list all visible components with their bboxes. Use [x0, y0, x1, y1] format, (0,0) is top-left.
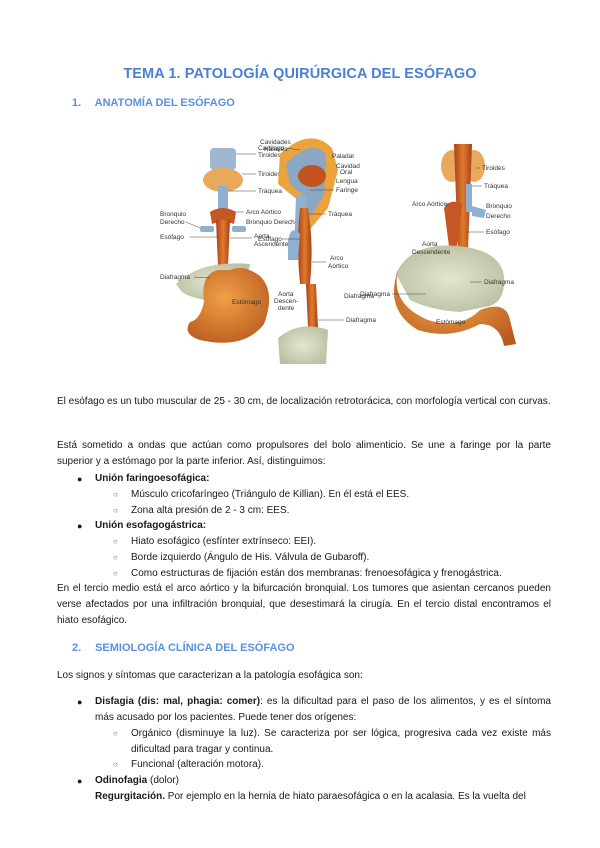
svg-text:Bronquio: Bronquio: [160, 211, 186, 218]
paragraph-signs-intro: Los signos y síntomas que caracterizan a…: [57, 670, 363, 681]
sub-list-text: Como estructuras de fijación están dos m…: [131, 568, 502, 579]
svg-text:Diafragma: Diafragma: [344, 293, 374, 300]
svg-text:Tiroides: Tiroides: [258, 152, 282, 159]
svg-text:Cavidad: Cavidad: [336, 163, 360, 170]
svg-text:Tráquea: Tráquea: [484, 183, 508, 190]
list-item-odinofagia: ● Odinofagia (dolor): [77, 773, 551, 789]
bullet-icon: ●: [77, 697, 83, 707]
svg-text:Diafragma: Diafragma: [346, 317, 376, 324]
list-item-label: Disfagia (dis: mal, phagia: comer): [95, 696, 261, 707]
sub-list-item: ○ Como estructuras de fijación están dos…: [113, 566, 551, 582]
svg-text:Paladar: Paladar: [332, 153, 355, 160]
section-number: 1.: [72, 97, 82, 109]
list-item-union-faringoesofagica: ● Unión faringoesofágica:: [77, 471, 551, 487]
sub-bullet-icon: ○: [113, 760, 118, 769]
svg-text:Esófago: Esófago: [160, 234, 184, 241]
svg-text:Tráquea: Tráquea: [328, 211, 352, 218]
bullet-icon: ●: [77, 776, 83, 786]
svg-text:Arco: Arco: [330, 255, 344, 262]
sub-list-item: ○ Orgánico (disminuye la luz). Se caract…: [113, 726, 551, 758]
sub-list-text: Hiato esofágico (esfínter extrínseco: EE…: [131, 536, 317, 547]
svg-text:Ascendente: Ascendente: [254, 241, 289, 248]
svg-text:Arco Aórtico: Arco Aórtico: [246, 209, 281, 216]
sub-bullet-icon: ○: [113, 537, 118, 546]
sub-bullet-icon: ○: [113, 729, 118, 738]
svg-text:Bronquio Derecho: Bronquio Derecho: [246, 219, 299, 226]
svg-text:Aorta: Aorta: [278, 291, 294, 298]
sub-bullet-icon: ○: [113, 490, 118, 499]
svg-text:Diafragma: Diafragma: [360, 291, 390, 298]
svg-text:Diafragma: Diafragma: [484, 279, 514, 286]
section-heading-semiology: 2. SEMIOLOGÍA CLÍNICA DEL ESÓFAGO: [72, 642, 295, 654]
sub-list-item: ○ Músculo cricofaríngeo (Triángulo de Ki…: [113, 487, 551, 503]
sub-list-text: Zona alta presión de 2 - 3 cm: EES.: [131, 505, 290, 516]
esophagus-anatomy-figure: Cartílago Tiroides Tiroides Tráquea Bron…: [160, 124, 520, 368]
paragraph-definition: El esófago es un tubo muscular de 25 - 3…: [57, 396, 551, 407]
list-item-text: : es la dificultad para el paso de los a…: [95, 696, 551, 723]
svg-text:Estómago: Estómago: [436, 319, 466, 326]
sub-list-text: Borde izquierdo (Ángulo de His. Válvula …: [131, 552, 370, 563]
svg-text:Cartílago: Cartílago: [258, 145, 285, 152]
svg-text:Descendente: Descendente: [412, 249, 451, 256]
sub-bullet-icon: ○: [113, 506, 118, 515]
paragraph-thirds: En el tercio medio está el arco aórtico …: [57, 583, 551, 626]
svg-text:Descen-: Descen-: [274, 298, 298, 305]
bullet-icon: ●: [77, 474, 83, 484]
sub-list-item: ○ Borde izquierdo (Ángulo de His. Válvul…: [113, 550, 551, 566]
list-item-union-esofagogastrica: ● Unión esofagogástrica:: [77, 518, 551, 534]
svg-text:Tráquea: Tráquea: [258, 188, 282, 195]
svg-text:Esófago: Esófago: [258, 236, 282, 243]
anatomy-illustration: Cartílago Tiroides Tiroides Tráquea Bron…: [160, 138, 516, 364]
sub-list-item: ○ Hiato esofágico (esfínter extrínseco: …: [113, 534, 551, 550]
sub-bullet-icon: ○: [113, 569, 118, 578]
sub-list-text: Músculo cricofaríngeo (Triángulo de Kill…: [131, 489, 410, 500]
list-item-text: (dolor): [147, 775, 179, 786]
list-item-text: Por ejemplo en la hernia de hiato paraes…: [165, 791, 526, 802]
svg-text:Aorta: Aorta: [422, 241, 438, 248]
section-number: 2.: [72, 642, 82, 654]
svg-text:Diafragma: Diafragma: [160, 274, 190, 281]
section-title: SEMIOLOGÍA CLÍNICA DEL ESÓFAGO: [95, 642, 295, 654]
sub-list-item: ○ Funcional (alteración motora).: [113, 757, 551, 773]
list-item-label: Odinofagia: [95, 775, 148, 786]
list-item-disfagia: ● Disfagia (dis: mal, phagia: comer): es…: [77, 694, 551, 726]
svg-text:Lengua: Lengua: [336, 178, 358, 185]
svg-text:Tiroides: Tiroides: [482, 165, 506, 172]
paragraph-function: Está sometido a ondas que actúan como pr…: [57, 440, 551, 467]
sub-list-text: Orgánico (disminuye la luz). Se caracter…: [131, 728, 551, 755]
list-item-label: Unión faringoesofágica:: [95, 473, 210, 484]
svg-text:Derecho: Derecho: [160, 219, 185, 226]
section-title: ANATOMÍA DEL ESÓFAGO: [94, 97, 235, 109]
svg-text:Arco Aórtico: Arco Aórtico: [412, 201, 447, 208]
sub-bullet-icon: ○: [113, 553, 118, 562]
section-heading-anatomy: 1. ANATOMÍA DEL ESÓFAGO: [72, 97, 235, 109]
sub-list-item: ○ Zona alta presión de 2 - 3 cm: EES.: [113, 503, 551, 519]
list-item-regurgitacion: ● Regurgitación. Por ejemplo en la herni…: [95, 789, 551, 805]
svg-text:Tiroides: Tiroides: [258, 171, 282, 178]
svg-text:Esófago: Esófago: [486, 229, 510, 236]
svg-text:Faringe: Faringe: [336, 187, 358, 194]
list-item-label: Unión esofagogástrica:: [95, 520, 207, 531]
svg-text:Derecho: Derecho: [486, 213, 511, 220]
document-title: TEMA 1. PATOLOGÍA QUIRÚRGICA DEL ESÓFAGO: [123, 66, 477, 82]
svg-text:dente: dente: [278, 305, 295, 312]
svg-text:Cavidades: Cavidades: [260, 139, 291, 146]
svg-text:Nasales: Nasales: [264, 146, 288, 153]
svg-text:Aorta: Aorta: [254, 233, 270, 240]
svg-text:Estómago: Estómago: [232, 299, 262, 306]
bullet-icon: ●: [77, 521, 83, 531]
sub-list-text: Funcional (alteración motora).: [131, 759, 264, 770]
svg-text:Bronquio: Bronquio: [486, 203, 512, 210]
svg-text:Aórtico: Aórtico: [328, 263, 349, 270]
list-item-label: Regurgitación.: [95, 791, 166, 802]
svg-text:Oral: Oral: [340, 169, 353, 176]
